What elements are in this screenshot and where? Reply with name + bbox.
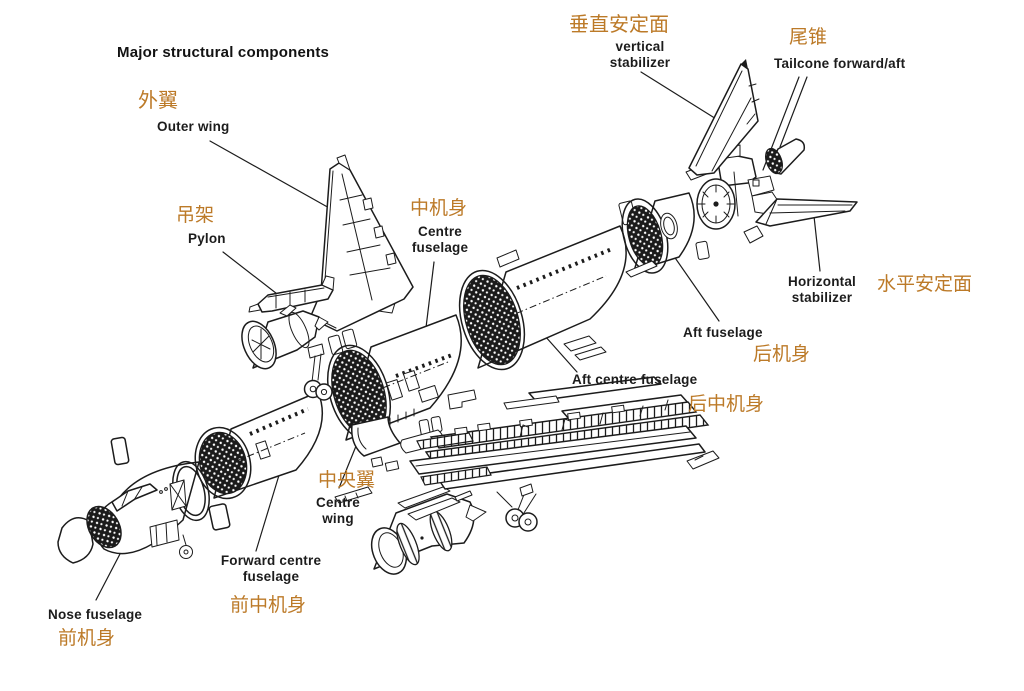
label-vertical-stabilizer-en: vertical stabilizer xyxy=(597,39,683,71)
label-forward-centre-fuselage-en-line1: Forward centre xyxy=(220,553,322,568)
wing-panels-drawing xyxy=(409,260,720,490)
engine-nacelle-upper-drawing xyxy=(241,304,329,370)
label-vertical-stabilizer-en-line2: stabilizer xyxy=(609,54,671,70)
nose-fuselage-drawing xyxy=(86,460,210,559)
aft-fuselage-drawing xyxy=(621,192,695,274)
label-centre-fuselage-cn: 中机身 xyxy=(410,197,468,219)
label-centre-wing-en: Centre wing xyxy=(311,495,365,527)
label-aft-fuselage-en: Aft fuselage xyxy=(683,325,763,340)
main-landing-gear-drawing xyxy=(496,483,538,532)
label-centre-fuselage-en-line1: Centre xyxy=(418,224,462,239)
label-centre-wing-en-line1: Centre xyxy=(316,495,360,510)
centre-fuselage-drawing xyxy=(327,290,462,442)
label-horizontal-stabilizer-en-line2: stabilizer xyxy=(791,289,853,305)
engine-nacelle-lower-drawing xyxy=(334,486,487,575)
label-centre-wing-en-line2: wing xyxy=(322,510,354,526)
label-outer-wing-en: Outer wing xyxy=(157,119,230,134)
label-pylon-en: Pylon xyxy=(188,231,226,246)
label-forward-centre-fuselage-en: Forward centre fuselage xyxy=(215,553,327,585)
label-centre-fuselage-en: Centre fuselage xyxy=(404,224,476,256)
label-centre-fuselage-en-line2: fuselage xyxy=(411,239,469,255)
label-aft-centre-fuselage-en: Aft centre fuselage xyxy=(572,372,698,387)
label-pylon-cn: 吊架 xyxy=(176,204,215,226)
label-forward-centre-fuselage-en-line2: fuselage xyxy=(242,568,300,584)
outer-wing-drawing xyxy=(309,154,414,332)
label-vertical-stabilizer-en-line1: vertical xyxy=(615,39,665,54)
label-horizontal-stabilizer-cn: 水平安定面 xyxy=(877,273,973,295)
label-centre-wing-cn: 中央翼 xyxy=(318,469,376,491)
radome-drawing xyxy=(57,517,94,564)
label-tailcone-cn: 尾锥 xyxy=(789,26,828,48)
label-nose-fuselage-cn: 前机身 xyxy=(58,627,116,649)
aft-centre-fuselage-drawing xyxy=(458,225,627,371)
vertical-stabilizer-drawing xyxy=(688,59,760,176)
label-horizontal-stabilizer-en: Horizontal stabilizer xyxy=(781,274,863,306)
label-vertical-stabilizer-cn: 垂直安定面 xyxy=(569,12,669,36)
label-outer-wing-cn: 外翼 xyxy=(138,88,178,112)
diagram-title: Major structural components xyxy=(117,44,330,61)
label-forward-centre-fuselage-cn: 前中机身 xyxy=(230,594,307,616)
tailcone-drawing xyxy=(765,138,806,175)
pylon-drawing xyxy=(248,275,335,313)
label-horizontal-stabilizer-en-line1: Horizontal xyxy=(788,274,856,289)
forward-centre-fuselage-drawing xyxy=(194,391,324,500)
label-tailcone-en: Tailcone forward/aft xyxy=(774,56,906,71)
horizontal-stabilizer-drawing xyxy=(743,198,858,244)
door-panels xyxy=(110,200,710,531)
label-nose-fuselage-en: Nose fuselage xyxy=(48,607,143,622)
label-aft-centre-fuselage-cn: 后中机身 xyxy=(688,393,765,415)
label-aft-fuselage-cn: 后机身 xyxy=(753,343,811,365)
nose-landing-gear-drawing xyxy=(303,343,333,401)
